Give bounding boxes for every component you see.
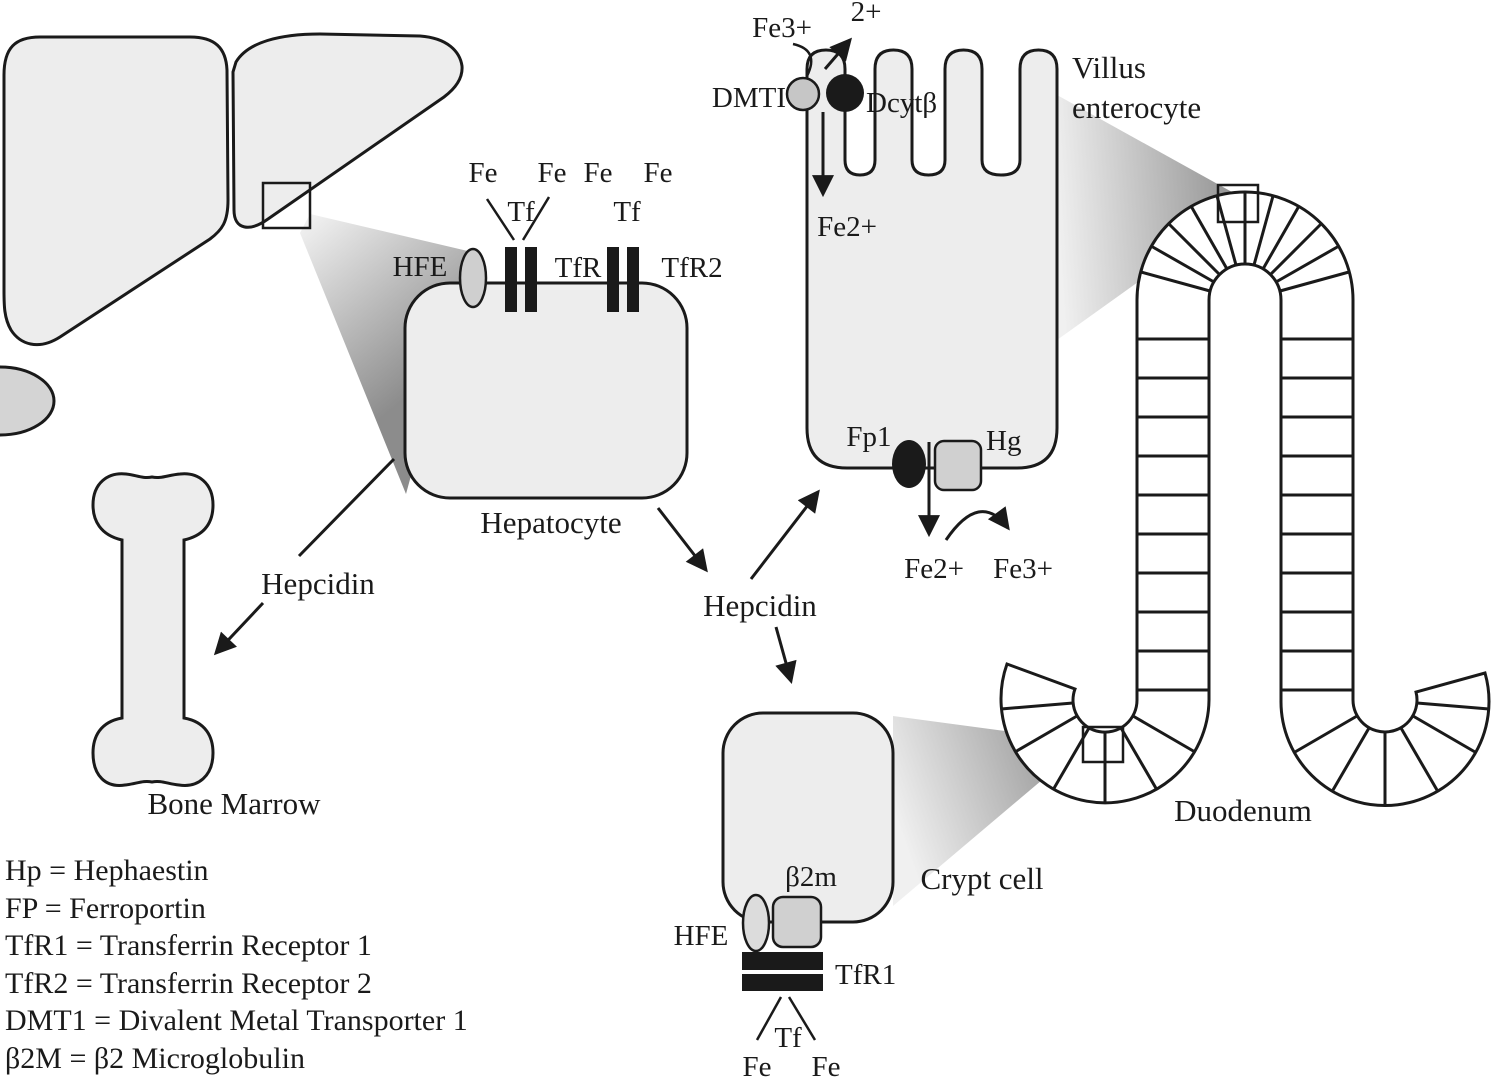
villus-enterocyte-cell xyxy=(805,48,1059,470)
hepcidin-label-central: Hepcidin xyxy=(703,588,817,623)
bone-shape xyxy=(91,472,215,787)
b2m-label: β2m xyxy=(785,861,837,893)
tf-label-right: Tf xyxy=(613,196,641,228)
hg-label: Hg xyxy=(986,425,1021,457)
fe2-to-fe3-arc-arrow xyxy=(944,506,1010,541)
duodenum-zoom-box-villus xyxy=(1216,183,1260,224)
transferrin-lambda-shape xyxy=(755,996,817,1041)
tfr1-label: TfR1 xyxy=(835,959,896,991)
crypt-cell-label: Crypt cell xyxy=(920,861,1043,896)
tf-label-left: Tf xyxy=(507,196,535,228)
b2m-protein-square xyxy=(771,895,823,949)
fp1-label: Fp1 xyxy=(846,421,891,453)
dmt1-protein-circle xyxy=(785,76,821,112)
legend-item-hp: Hp = Hephaestin xyxy=(5,854,209,887)
duodenum-tube xyxy=(999,190,1491,808)
hepatocyte-cell xyxy=(403,281,689,500)
duodenum-label: Duodenum xyxy=(1174,793,1312,828)
fe-label-4: Fe xyxy=(644,157,673,189)
legend-item-tfr2: TfR2 = Transferrin Receptor 2 xyxy=(5,967,372,1000)
fe3-top-label: Fe3+ xyxy=(752,12,812,44)
tfr-label: TfR xyxy=(555,252,602,284)
fe2-lower-label: Fe2+ xyxy=(904,553,964,585)
fe-label-3: Fe xyxy=(584,157,613,189)
dmt1-label: DMTI xyxy=(712,82,786,114)
fp1-protein-ellipse xyxy=(892,440,926,488)
transferrin-v-shape xyxy=(485,196,551,241)
legend-item-b2m: β2M = β2 Microglobulin xyxy=(5,1042,305,1075)
hepatocyte-nucleus xyxy=(0,365,56,437)
legend-item-tfr1: TfR1 = Transferrin Receptor 1 xyxy=(5,929,372,962)
hepcidin-label-left: Hepcidin xyxy=(261,566,375,601)
fe3-uptake-curve xyxy=(792,42,813,77)
legend-item-fp: FP = Ferroportin xyxy=(5,892,206,925)
fe2-upper-label: Fe2+ xyxy=(817,211,877,243)
tf-label-crypt: Tf xyxy=(774,1022,802,1054)
zoom-wedge-liver-to-hepatocyte xyxy=(300,214,472,494)
tfr1-receptor-bars xyxy=(742,952,823,991)
zoom-wedge-enterocyte-to-duodenum xyxy=(1057,95,1250,340)
electron-2plus-arrow xyxy=(823,37,853,70)
legend-item-dmt1: DMT1 = Divalent Metal Transporter 1 xyxy=(5,1004,468,1037)
legend: Hp = Hephaestin FP = Ferroportin TfR1 = … xyxy=(5,854,468,1075)
bone-marrow-label: Bone Marrow xyxy=(147,786,321,821)
fe3-lower-label: Fe3+ xyxy=(993,553,1053,585)
duodenum-zoom-box-crypt xyxy=(1081,725,1125,764)
hfe-protein-hepatocyte xyxy=(458,247,488,309)
tfr2-label: TfR2 xyxy=(661,252,722,284)
villus-enterocyte-label-line2: enterocyte xyxy=(1072,90,1201,125)
liver-left-lobe xyxy=(2,35,230,347)
fe-label-1: Fe xyxy=(469,157,498,189)
duodenum-segment-dividers xyxy=(1000,192,1490,804)
villus-enterocyte-label-line1: Villus xyxy=(1072,50,1146,85)
fe-label-crypt-left: Fe xyxy=(743,1051,772,1079)
hepcidin-arrow-to-crypt-cell xyxy=(774,626,797,684)
hephaestin-protein-square xyxy=(933,439,983,492)
dcytb-protein-circle xyxy=(826,74,864,112)
hfe-label-hepatocyte: HFE xyxy=(393,251,448,283)
hepcidin-arrow-to-bone-marrow xyxy=(213,601,265,656)
tfr-receptor-bars xyxy=(505,247,639,312)
hepatocyte-label: Hepatocyte xyxy=(480,505,621,540)
hepcidin-arrow-to-enterocyte xyxy=(749,489,820,580)
liver-right-lobe xyxy=(231,32,464,229)
hfe-label-crypt: HFE xyxy=(674,920,729,952)
hepcidin-line-from-hepatocyte xyxy=(297,457,396,558)
dcytb-label: Dcytβ xyxy=(866,87,937,119)
hfe-protein-crypt xyxy=(741,893,771,953)
hepcidin-arrow-from-hepatocyte xyxy=(656,507,708,573)
liver-zoom-box xyxy=(261,181,312,230)
fe-label-crypt-right: Fe xyxy=(812,1051,841,1079)
fe-label-2: Fe xyxy=(538,157,567,189)
two-plus-label: 2+ xyxy=(851,0,882,28)
